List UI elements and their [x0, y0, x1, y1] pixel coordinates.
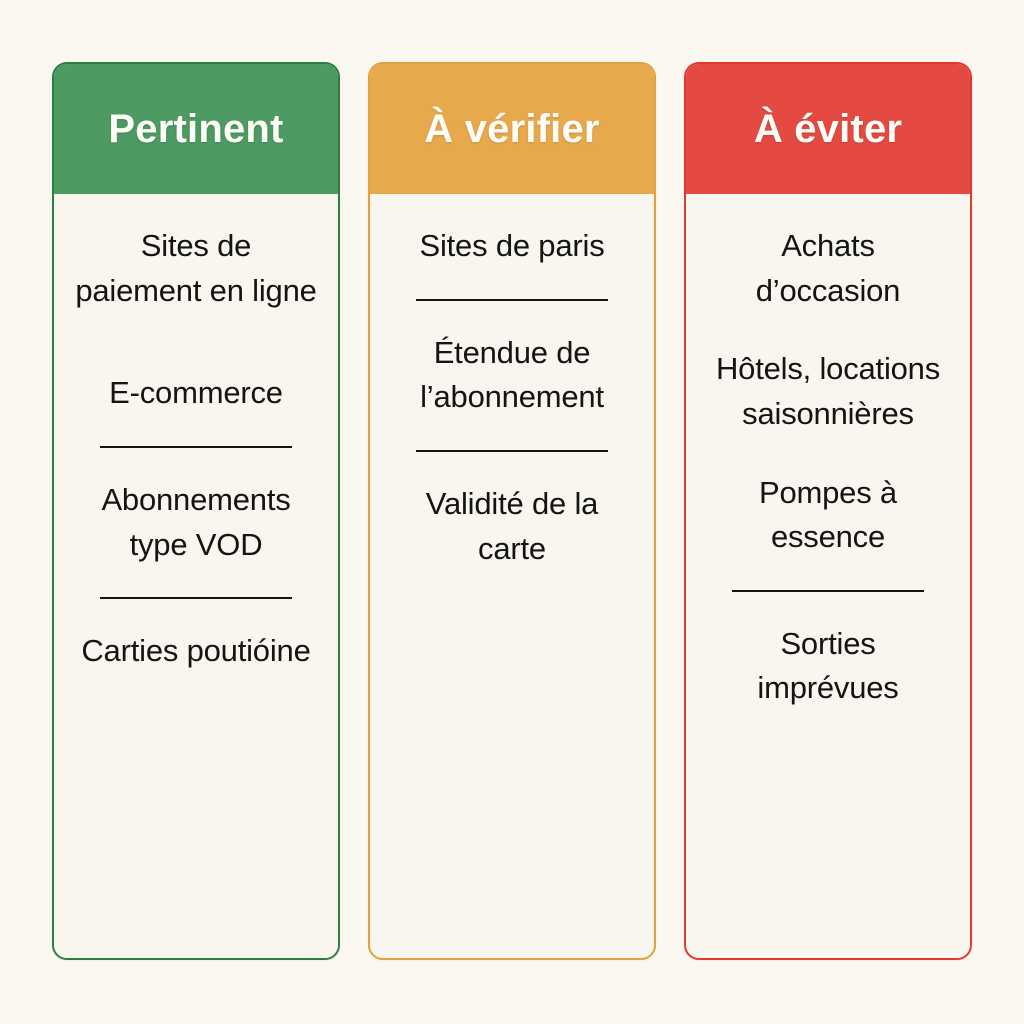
list-item: Sorties imprévues	[757, 625, 899, 706]
list-item: Achats d’occasion	[755, 228, 901, 308]
list-item: E-commerce	[109, 375, 283, 411]
list-item: Étendue de l’abonnement	[420, 334, 604, 415]
item-divider	[732, 589, 924, 592]
list-item: Hôtels, locations saisonnières	[715, 351, 941, 431]
list-item: Abonnements type VOD	[101, 481, 291, 562]
item-divider	[100, 597, 292, 600]
column-header-pertinent: Pertinent	[54, 64, 338, 194]
column-header-a-verifier: À vérifier	[370, 64, 654, 194]
column-header-a-eviter: À éviter	[686, 64, 970, 194]
list-item: Pompes à essence	[759, 474, 897, 555]
item-divider	[100, 445, 292, 448]
list-item: Sites de paris	[419, 228, 605, 263]
item-divider	[416, 298, 608, 301]
item-divider	[416, 449, 608, 452]
list-item: Validité de la carte	[425, 485, 599, 566]
list-item: Sites de paiement en ligne	[75, 228, 317, 308]
list-item: Carties poutióine	[81, 633, 311, 669]
